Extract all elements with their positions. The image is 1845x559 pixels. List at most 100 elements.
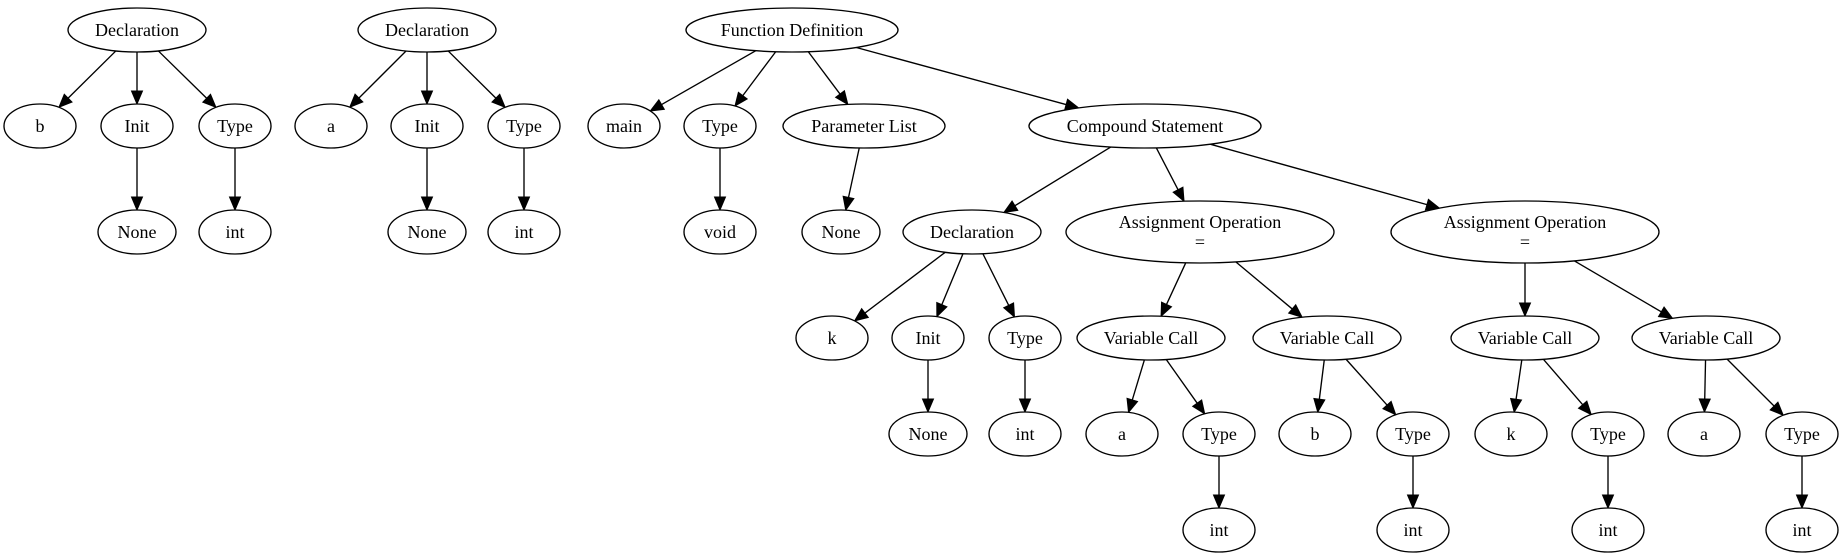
- node-label: Variable Call: [1104, 328, 1198, 348]
- edge-variable-call-to-a: [1698, 359, 1711, 414]
- node-ellipse: [795, 315, 869, 361]
- node-label: Type: [1590, 424, 1626, 444]
- node-int: int: [1571, 507, 1645, 553]
- edge-type-to-void: [713, 148, 727, 212]
- node-label: a: [1700, 424, 1708, 444]
- edge-line: [1210, 143, 1428, 206]
- edge-variable-call-to-a: [1126, 359, 1146, 414]
- edge-variable-call-to-type: [1165, 359, 1206, 415]
- edge-declaration-to-init: [936, 253, 964, 318]
- node-type: Type: [683, 103, 757, 149]
- arrowhead: [1126, 397, 1139, 414]
- edge-compound-statement-to-assignment-operation: [1155, 147, 1185, 203]
- node-ellipse: [1631, 315, 1781, 361]
- edge-line: [742, 51, 777, 97]
- edge-function-definition-to-main: [649, 50, 757, 112]
- arrowhead: [58, 93, 73, 109]
- node-label: =: [1195, 232, 1205, 252]
- node-label: Init: [916, 328, 941, 348]
- edge-line: [157, 50, 208, 99]
- node-ellipse: [683, 103, 757, 149]
- arrowhead: [1313, 397, 1326, 414]
- node-label: Init: [125, 116, 150, 136]
- arrowhead: [1160, 301, 1173, 318]
- node-label: Type: [217, 116, 253, 136]
- arrowhead: [420, 90, 434, 106]
- node-ellipse: [1252, 315, 1402, 361]
- edge-type-to-int: [1212, 456, 1226, 510]
- node-ellipse: [487, 103, 561, 149]
- node-label: void: [704, 222, 736, 242]
- node-label: Type: [702, 116, 738, 136]
- node-ellipse: [387, 209, 467, 255]
- node-none: None: [801, 209, 881, 255]
- node-label: None: [408, 222, 447, 242]
- edge-init-to-none: [130, 148, 144, 212]
- node-ellipse: [1450, 315, 1600, 361]
- edge-line: [1345, 358, 1388, 406]
- node-label: k: [828, 328, 837, 348]
- edge-line: [1542, 358, 1584, 406]
- arrowhead: [201, 93, 217, 109]
- node-label: Declaration: [385, 20, 469, 40]
- node-parameter-list: Parameter List: [782, 103, 946, 149]
- edge-type-to-int: [517, 148, 531, 212]
- node-ellipse: [1182, 411, 1256, 457]
- edge-line: [982, 253, 1010, 306]
- node-ellipse: [487, 209, 561, 255]
- node-label: None: [118, 222, 157, 242]
- edge-line: [1235, 261, 1293, 310]
- node-init: Init: [891, 315, 965, 361]
- edge-function-definition-to-parameter-list: [807, 51, 849, 106]
- edge-declaration-to-init: [420, 52, 434, 106]
- edge-declaration-to-b: [58, 50, 117, 109]
- edge-line: [864, 251, 946, 314]
- node-label: Type: [1007, 328, 1043, 348]
- node-variable-call: Variable Call: [1252, 315, 1402, 361]
- edge-variable-call-to-k: [1509, 359, 1523, 414]
- node-ellipse: [3, 103, 77, 149]
- edge-parameter-list-to-none: [842, 147, 860, 212]
- node-declaration: Declaration: [902, 209, 1042, 255]
- arrowhead: [1657, 306, 1674, 320]
- node-none: None: [387, 209, 467, 255]
- arrowhead: [1698, 398, 1711, 414]
- node-label: Declaration: [95, 20, 179, 40]
- arrowhead: [1002, 200, 1019, 214]
- node-a: a: [294, 103, 368, 149]
- node-ellipse: [888, 411, 968, 457]
- node-ellipse: [891, 315, 965, 361]
- node-variable-call: Variable Call: [1450, 315, 1600, 361]
- node-ellipse: [685, 7, 899, 53]
- node-ellipse: [1028, 103, 1262, 149]
- arrowhead: [1518, 302, 1532, 318]
- node-label: int: [1015, 424, 1034, 444]
- edge-function-definition-to-type: [734, 51, 777, 108]
- node-label: Init: [415, 116, 440, 136]
- edge-type-to-int: [1018, 360, 1032, 414]
- arrowhead: [491, 93, 506, 109]
- edge-init-to-none: [921, 360, 935, 414]
- arrowhead: [842, 195, 855, 212]
- node-label: Assignment Operation: [1444, 212, 1606, 232]
- node-label: b: [1311, 424, 1320, 444]
- edge-line: [1573, 260, 1662, 313]
- arrowhead: [734, 91, 749, 108]
- edge-declaration-to-type: [447, 50, 506, 109]
- arrowhead: [834, 89, 849, 106]
- arrowhead: [1002, 302, 1016, 319]
- arrowhead: [1018, 398, 1032, 414]
- edge-type-to-int: [1406, 456, 1420, 510]
- arrowhead: [228, 196, 242, 212]
- edge-line: [1726, 358, 1775, 407]
- edge-variable-call-to-type: [1345, 358, 1397, 416]
- node-ellipse: [1571, 411, 1645, 457]
- node-declaration: Declaration: [357, 7, 497, 53]
- node-variable-call: Variable Call: [1076, 315, 1226, 361]
- node-ellipse: [1376, 411, 1450, 457]
- arrowhead: [1601, 494, 1615, 510]
- edge-line: [358, 50, 407, 99]
- edge-variable-call-to-type: [1542, 358, 1593, 416]
- node-label: Parameter List: [811, 116, 916, 136]
